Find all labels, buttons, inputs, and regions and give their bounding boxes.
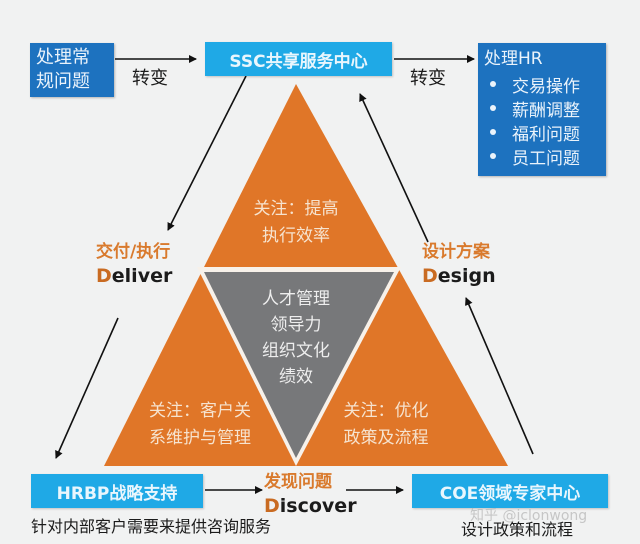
ssc-label: SSC共享服务中心 bbox=[229, 51, 368, 72]
stage-design-cn: 设计方案 bbox=[422, 242, 490, 262]
routine-issues-line1: 处理常 bbox=[36, 47, 90, 68]
routine-issues-box: 处理常 规问题 bbox=[30, 43, 114, 97]
hrbp-box: HRBP战略支持 bbox=[31, 474, 203, 508]
focus-efficiency-text: 关注：提高 执行效率 bbox=[253, 199, 339, 246]
hr-processing-title: 处理HR bbox=[484, 49, 543, 69]
arrow-ssc-to-deliver bbox=[167, 75, 247, 231]
stage-deliver-en: Deliver bbox=[96, 265, 173, 287]
stage-design: 设计方案 Design bbox=[422, 240, 496, 288]
arrow-design-to-ssc bbox=[359, 93, 429, 243]
list-item: 薪酬调整 bbox=[484, 96, 606, 121]
coe-caption: 设计政策和流程 bbox=[461, 520, 574, 539]
routine-issues-line2: 规问题 bbox=[36, 71, 90, 92]
focus-client-relations-text: 关注：客户关 系维护与管理 bbox=[149, 401, 251, 448]
core-topics-text: 人才管理 领导力 组织文化 绩效 bbox=[262, 289, 330, 387]
hr-processing-list: 交易操作 薪酬调整 福利问题 员工问题 bbox=[484, 72, 606, 169]
stage-discover-en: Discover bbox=[264, 495, 357, 517]
gray-inverted-triangle bbox=[204, 272, 394, 458]
stage-discover: 发现问题 Discover bbox=[264, 470, 357, 518]
bullet-icon bbox=[490, 81, 496, 87]
hr-processing-box: 处理HR 交易操作 薪酬调整 福利问题 员工问题 bbox=[478, 43, 606, 176]
stage-discover-cn: 发现问题 bbox=[264, 472, 332, 492]
arrow-coe-to-design bbox=[465, 297, 534, 455]
arrow-deliver-to-hrbp bbox=[55, 317, 119, 459]
stage-deliver-cn: 交付/执行 bbox=[96, 242, 171, 262]
transform-label-left: 转变 bbox=[132, 68, 168, 89]
bullet-icon bbox=[490, 129, 496, 135]
hrbp-label: HRBP战略支持 bbox=[56, 483, 178, 504]
bullet-icon bbox=[490, 153, 496, 159]
list-item: 交易操作 bbox=[484, 72, 606, 97]
stage-deliver: 交付/执行 Deliver bbox=[96, 240, 172, 288]
stage-design-en: Design bbox=[422, 265, 496, 287]
list-item: 福利问题 bbox=[484, 120, 606, 145]
list-item: 员工问题 bbox=[484, 144, 606, 169]
bullet-icon bbox=[490, 105, 496, 111]
ssc-box: SSC共享服务中心 bbox=[205, 42, 392, 76]
coe-label: COE领域专家中心 bbox=[439, 483, 581, 504]
transform-label-right: 转变 bbox=[410, 68, 446, 89]
hrbp-caption: 针对内部客户需要来提供咨询服务 bbox=[31, 517, 272, 536]
focus-policy-text: 关注：优化 政策及流程 bbox=[343, 401, 429, 448]
watermark: 知乎 @iclonwong bbox=[470, 508, 588, 524]
coe-box: COE领域专家中心 bbox=[412, 474, 608, 508]
